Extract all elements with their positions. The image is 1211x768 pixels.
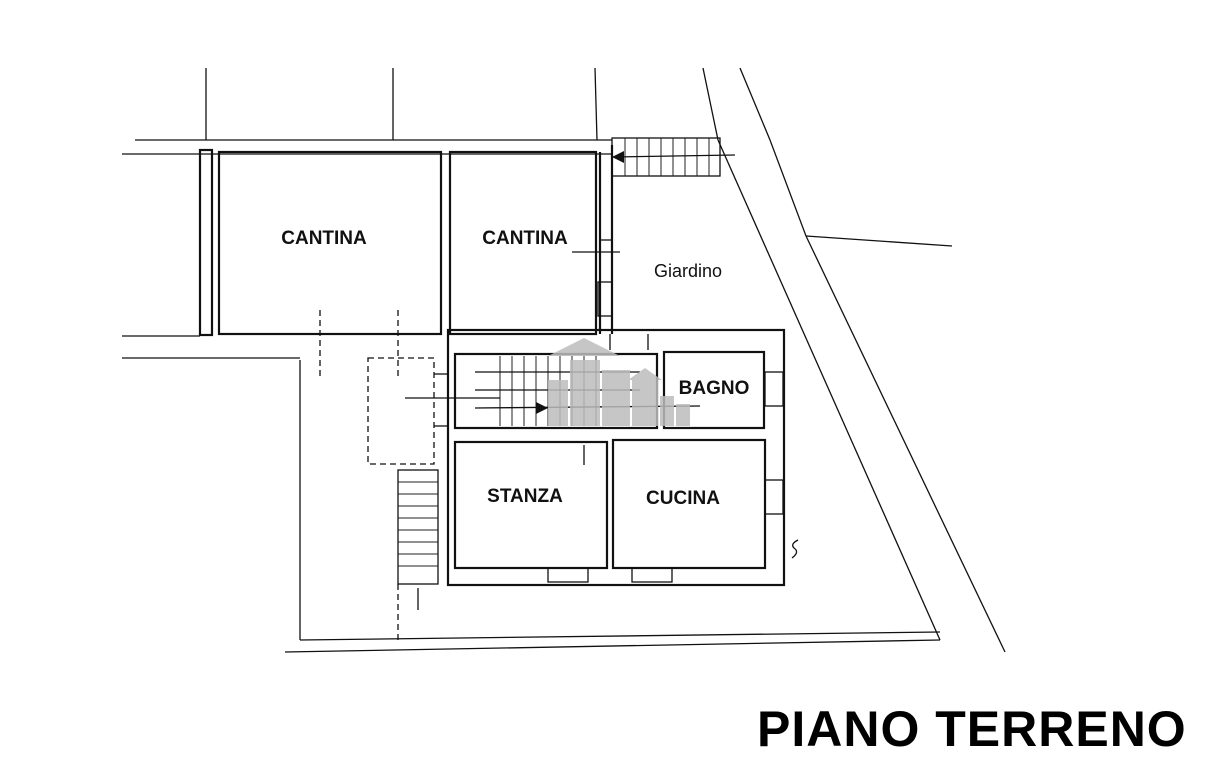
label-cantina-2: CANTINA bbox=[482, 228, 568, 249]
label-giardino: Giardino bbox=[654, 261, 722, 281]
entry-stair bbox=[611, 137, 736, 177]
label-cucina: CUCINA bbox=[646, 488, 720, 509]
site-lines bbox=[122, 67, 612, 359]
plan-title: PIANO TERRENO bbox=[757, 701, 1187, 757]
label-stanza: STANZA bbox=[487, 486, 563, 507]
label-bagno: BAGNO bbox=[679, 378, 750, 399]
watermark-logo bbox=[548, 338, 690, 426]
annex-and-stair bbox=[367, 357, 448, 640]
label-cantina-1: CANTINA bbox=[281, 228, 367, 249]
road-boundary bbox=[284, 67, 1006, 653]
cantina-blocks bbox=[198, 145, 620, 380]
